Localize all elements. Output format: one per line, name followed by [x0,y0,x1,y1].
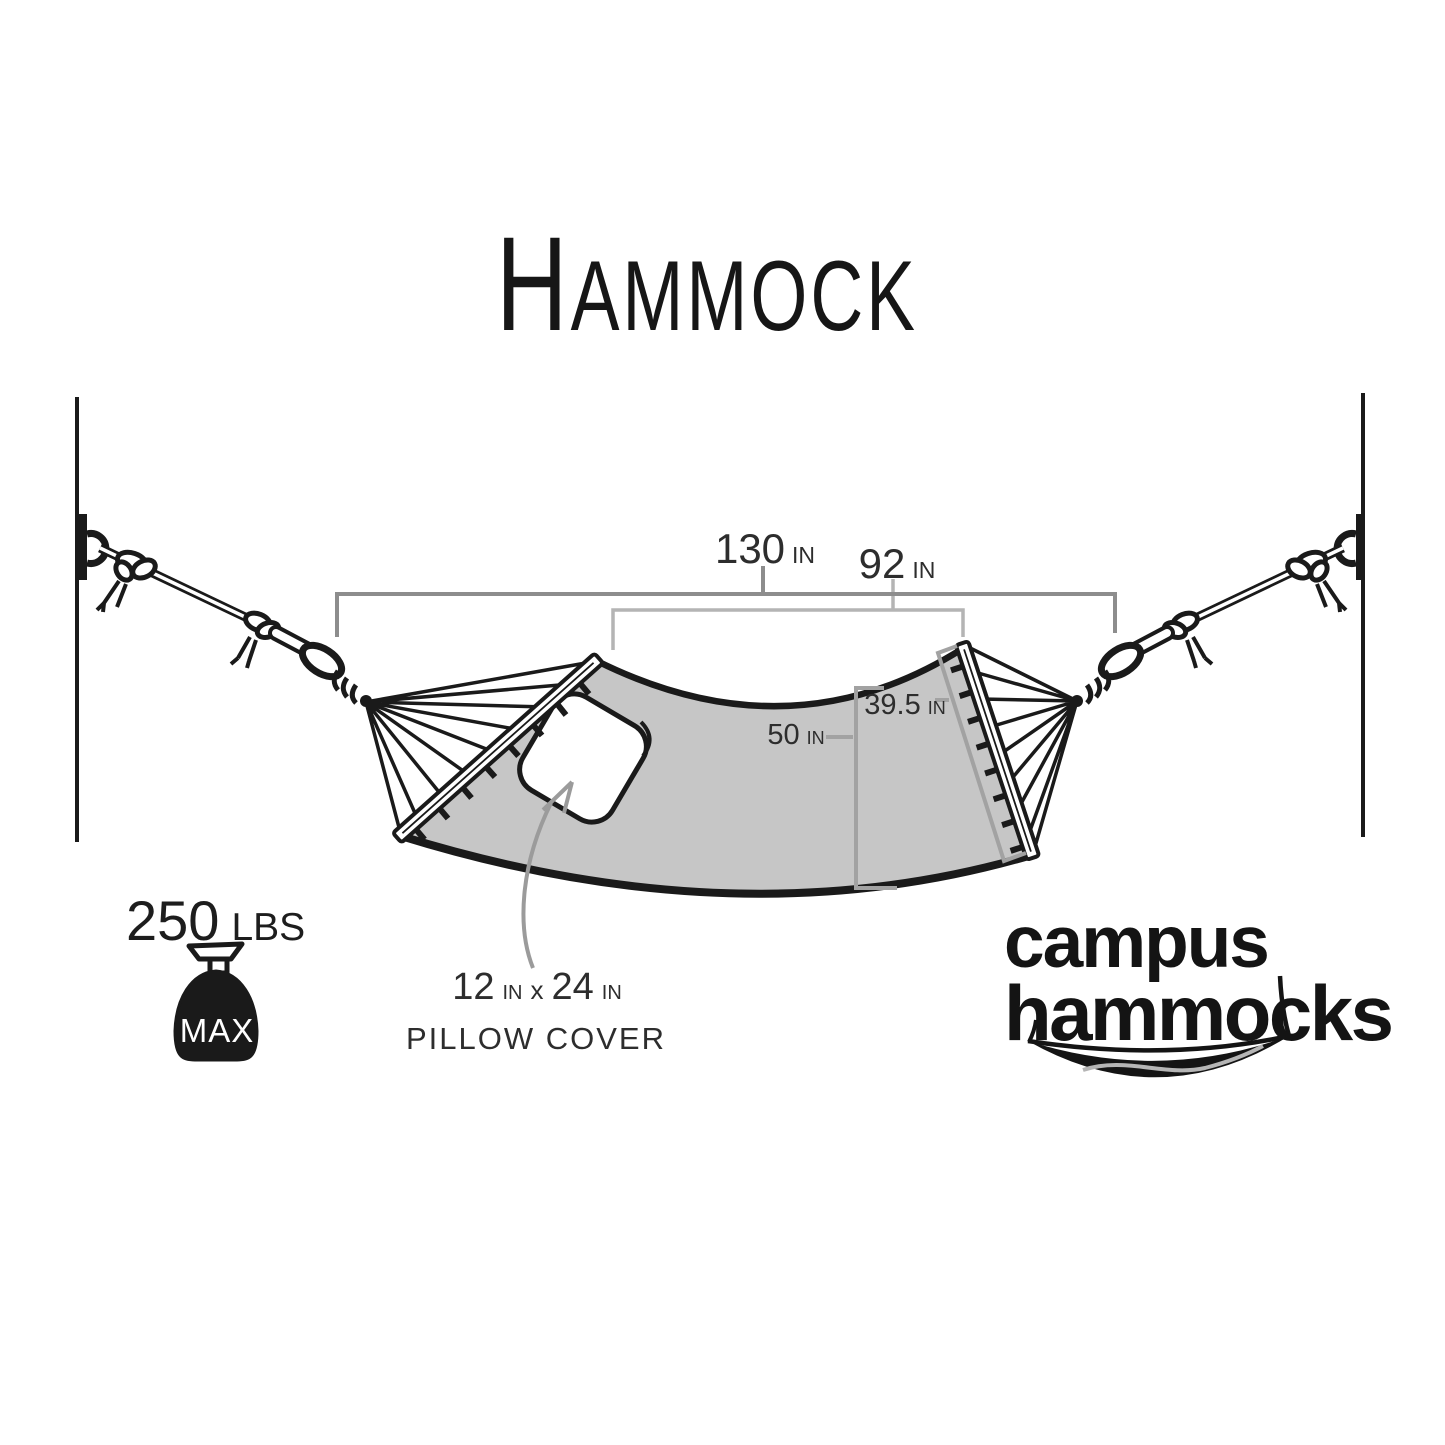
spreader-bar-icon [954,639,1041,862]
brand-line2: hammocks [1004,969,1394,1057]
rope-knot-icon [1285,549,1348,613]
dimension-bracket-icon [335,566,1117,637]
chain-link-icon [268,625,372,707]
dimension-bracket-icon [826,686,897,890]
hammock-bed-icon [399,646,1034,898]
wall-left [75,397,110,842]
callout-arrow-icon [521,780,574,969]
suspension-rope-left [95,543,372,707]
weight-max-badge: MAX [179,1012,255,1049]
fabric-hooks-icon [414,663,1023,854]
pillow-caption: PILLOW COVER [406,1021,666,1056]
brand-logo: campus hammocks [1004,902,1394,1057]
brand-line1: campus [1004,902,1270,983]
hammock-swoosh-icon [1027,975,1292,1078]
suspension-strings-icon [364,642,1079,858]
dimension-bracket-icon [935,644,1027,864]
rope-knot-icon [95,549,158,613]
weight-max-icon [173,941,259,1062]
page-title-initial: H [495,210,571,359]
wall-right [1333,393,1365,837]
suspension-rope-right [1071,543,1348,707]
spreader-bar-icon [392,652,604,844]
dimension-bracket-icon [611,579,965,650]
page-title-rest: AMMOCK [570,240,919,351]
chain-link-icon [1071,625,1175,707]
